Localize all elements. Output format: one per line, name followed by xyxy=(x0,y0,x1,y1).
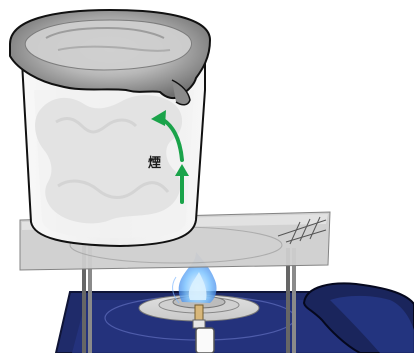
beaker xyxy=(10,10,210,246)
smoke-label: 煙 xyxy=(148,155,161,171)
